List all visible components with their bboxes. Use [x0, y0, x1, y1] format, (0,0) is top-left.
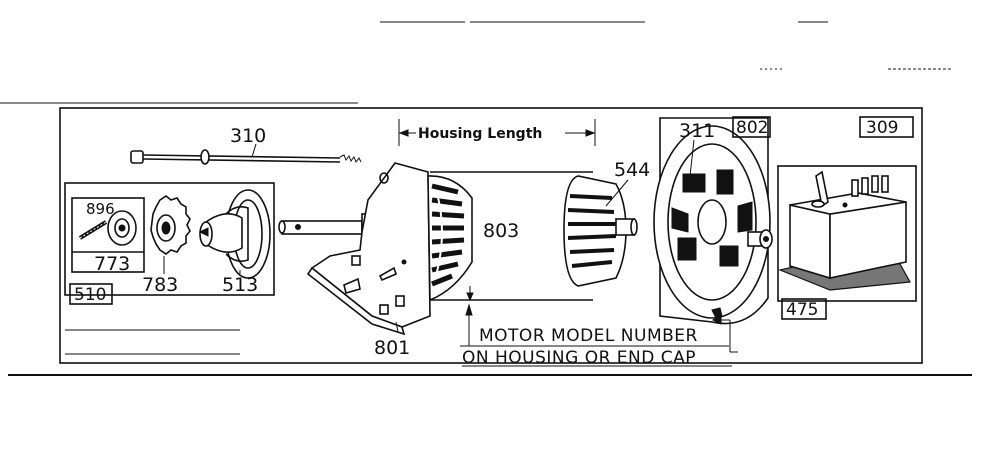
label-544: 544 — [614, 159, 650, 181]
label-311: 311 — [679, 120, 715, 142]
armature-windings — [427, 175, 473, 302]
kit-frame-773 — [71, 197, 145, 273]
label-801: 801 — [374, 337, 410, 359]
diagram-frame — [59, 107, 923, 364]
end-cap-802 — [653, 117, 771, 325]
motor-model-note-line1: MOTOR MODEL NUMBER — [479, 326, 698, 346]
label-803: 803 — [483, 220, 519, 242]
housing-length-dimension — [398, 119, 596, 146]
clutch-part-773 — [107, 210, 137, 246]
label-box-802 — [732, 116, 771, 138]
label-box-510 — [69, 283, 113, 305]
commutator-544 — [563, 175, 638, 287]
label-513: 513 — [222, 274, 258, 296]
motor-model-note-line2: ON HOUSING OR END CAP — [462, 348, 696, 368]
label-box-475 — [781, 298, 827, 320]
drive-assembly-513 — [198, 189, 271, 279]
rectifier-475 — [777, 170, 911, 291]
label-box-309 — [859, 116, 914, 138]
kit-frame-510 — [64, 182, 275, 296]
kit-frame-475 — [777, 165, 917, 302]
label-783: 783 — [142, 274, 178, 296]
pinion-gear-783 — [150, 195, 191, 255]
label-773: 773 — [94, 253, 130, 275]
label-896: 896 — [86, 200, 115, 218]
label-310: 310 — [230, 125, 266, 147]
motor-model-note-callout — [460, 303, 738, 353]
label-510: 510 — [74, 285, 106, 305]
label-475: 475 — [786, 300, 818, 320]
scan-artifacts — [380, 21, 952, 70]
terminal-stud — [747, 229, 773, 249]
motor-housing-803 — [430, 171, 593, 301]
drive-end-cap-801 — [306, 162, 431, 336]
spring-896 — [78, 220, 108, 240]
label-309: 309 — [866, 118, 898, 138]
thru-bolt-310 — [130, 143, 362, 165]
label-802: 802 — [736, 118, 768, 138]
housing-length-label: Housing Length — [418, 126, 542, 142]
